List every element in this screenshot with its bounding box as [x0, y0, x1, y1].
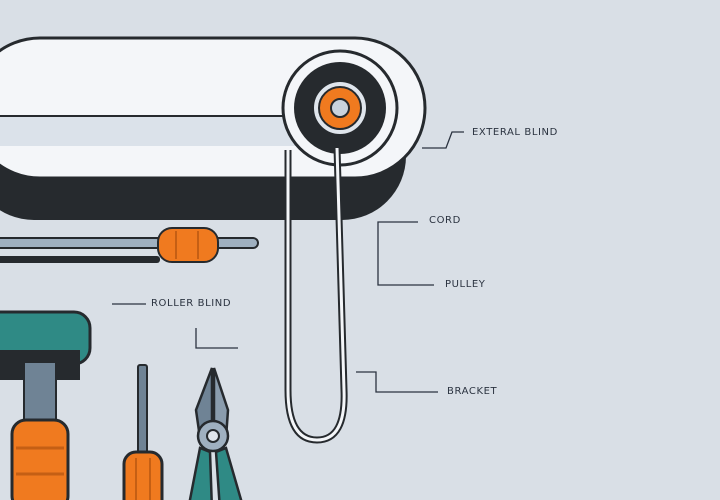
hammer-grip [10, 418, 70, 500]
label-bracket: BRACKET [447, 386, 498, 397]
bead-groove [175, 231, 199, 259]
hammer-grip-groove [16, 446, 64, 476]
label-cord: CORD [429, 215, 461, 226]
rod-orange-bead [157, 227, 219, 263]
leader-roller-blind-drop [195, 328, 238, 349]
rod-shaft [0, 237, 259, 249]
cord-loop [284, 147, 348, 444]
leader-cord-bracket [377, 221, 434, 286]
leader-bracket [356, 371, 438, 393]
pliers [188, 367, 243, 500]
label-pulley: PULLEY [445, 279, 486, 290]
screwdriver-handle [122, 450, 164, 500]
pliers-grip-left [188, 446, 213, 500]
pulley-axle [330, 98, 350, 118]
rod-shadow [0, 256, 160, 263]
screwdriver [122, 364, 164, 500]
pull-rod [0, 227, 259, 263]
cord-highlight [286, 147, 346, 442]
screwdriver-shaft [137, 364, 148, 466]
hammer [0, 310, 92, 500]
screwdriver-handle-groove [135, 458, 151, 500]
blind-shade-stripe [0, 116, 336, 146]
label-external-blind: EXTERAL BLIND [472, 127, 558, 138]
pliers-grip-right [214, 446, 243, 500]
leader-external-blind [422, 131, 464, 149]
label-roller-blind: ROLLER BLIND [151, 298, 232, 309]
pliers-pivot-bolt [206, 429, 220, 443]
pulley-wheel [281, 49, 399, 167]
callout-lines [112, 131, 464, 393]
